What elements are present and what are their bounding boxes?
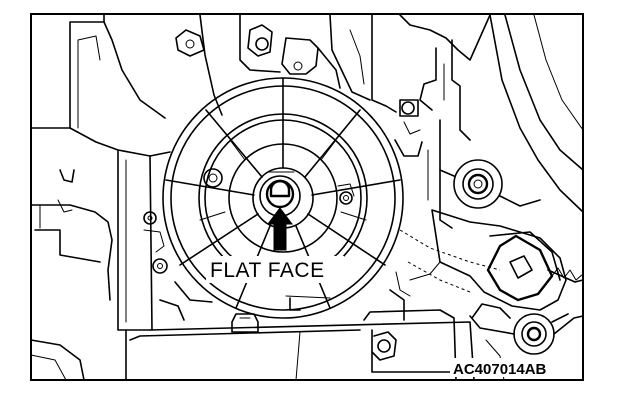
callout-label-bg [206,256,344,283]
figure-code-bg [450,358,576,377]
arrow-up-icon [267,207,293,251]
flat-face-label: FLAT FACE [210,259,325,282]
figure-frame [30,13,584,381]
figure-code: AC407014AB [453,361,547,378]
housing-linework [30,14,584,381]
